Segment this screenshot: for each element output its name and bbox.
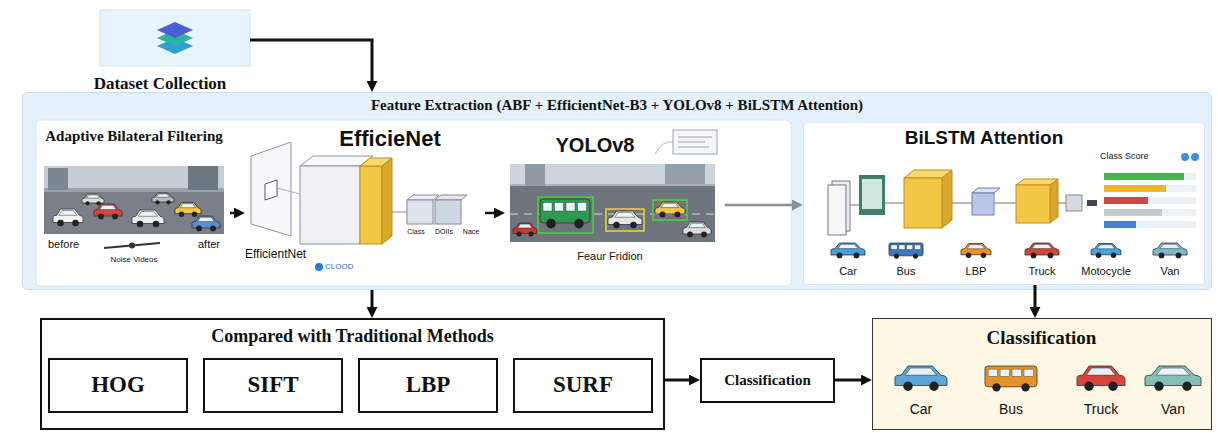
node-label: Van [1138,401,1208,417]
vehicle-icon [1153,243,1187,258]
vehicle-icon [895,366,947,391]
node-title: Classification [702,360,833,401]
node-label: after [170,238,220,251]
node-label: EfficientNet [245,248,325,262]
vehicle-icon [132,210,164,227]
node-title: HOG [50,360,186,411]
node-label: Car [816,265,880,278]
node-title: BiLSTM Attention [874,127,1094,149]
feature-extraction-band: Adaptive Bilateral FilteringbeforeafterN… [22,92,1212,290]
flow-arrow [230,212,235,215]
node-label: Car [886,401,956,417]
node-label: DOIIs [429,228,459,236]
vehicle-icon [82,194,104,206]
vehicle-icon [94,204,122,219]
node-title: Adaptive Bilateral Filtering [42,128,226,145]
node-label: Bus [874,265,938,278]
flow-arrow [371,290,374,308]
node-label: Van [1142,265,1198,278]
connector-group [230,40,1035,380]
node-title: Feature Extraction (ABF + EfficientNet-B… [23,97,1211,114]
process-box: Classification [700,358,835,403]
flow-arrow [835,379,862,382]
node-label: Motocycle [1074,265,1138,278]
dataset-node: Dataset Collection [70,8,250,103]
node-label: before [48,238,98,251]
node-title: SIFT [205,360,341,411]
flow-arrow [665,379,690,382]
vehicle-icon [831,243,865,258]
node-label: Feaur Fridion [535,250,685,263]
vehicle-icon [152,193,174,205]
flow-arrow [1034,285,1037,308]
bus-icon [889,243,923,259]
vehicle-icon [513,223,537,236]
bus-icon [985,366,1037,391]
node-title: Compared with Traditional Methods [42,326,663,347]
node-title: EfficieNet [300,126,480,151]
yolo-panel: YOLOv8Feaur Fridion [505,122,725,282]
flow-arrow [250,40,372,82]
vehicle-icon [655,202,685,217]
method-box: LBP [358,358,498,413]
method-box: SIFT [203,358,343,413]
flow-arrow [485,212,495,215]
node-label: Bus [976,401,1046,417]
filter-panel: Adaptive Bilateral Filtering before afterN… [38,122,230,282]
node-title: Classification [873,327,1210,349]
node-label: Truck [1066,401,1136,417]
bus-icon [540,199,590,228]
node-label: CLOOD [325,262,369,271]
efficientnet-panel: EfficieNetEfficientNet ClassDOIIsNaceCLOO… [245,122,485,282]
vehicle-icon [1025,243,1059,258]
vehicle-icon [1091,244,1121,258]
method-box: HOG [48,358,188,413]
vehicle-icon [192,216,220,231]
method-box: SURF [513,358,653,413]
node-title: SURF [515,360,651,411]
node-title: LBP [360,360,496,411]
node-label: Noise Videos [88,255,180,264]
node-label: LBP [944,265,1008,278]
vehicle-icon [53,209,83,226]
vehicle-icon [608,211,642,228]
vehicle-icon [961,244,991,258]
vehicle-icon [683,222,711,237]
bilstm-panel: BiLSTM AttentionClass ScoreCarBus LBPTruc… [803,122,1205,285]
vehicle-icon [175,203,201,217]
classification-box: ClassificationCar Bus TruckVan [872,318,1212,430]
vehicle-icon [1145,366,1201,391]
node-label: Class Score [1100,151,1180,161]
node-title: YOLOv8 [525,134,665,157]
node-label: Nace [457,228,485,236]
node-label: Truck [1010,265,1074,278]
node-label: Class [401,228,431,236]
flow-arrow [725,204,793,207]
comparison-box: HOG SIFT LBP SURF Compared with Traditional … [40,318,665,430]
node-title: Dataset Collection [70,74,250,94]
vehicle-icon [1077,366,1125,391]
